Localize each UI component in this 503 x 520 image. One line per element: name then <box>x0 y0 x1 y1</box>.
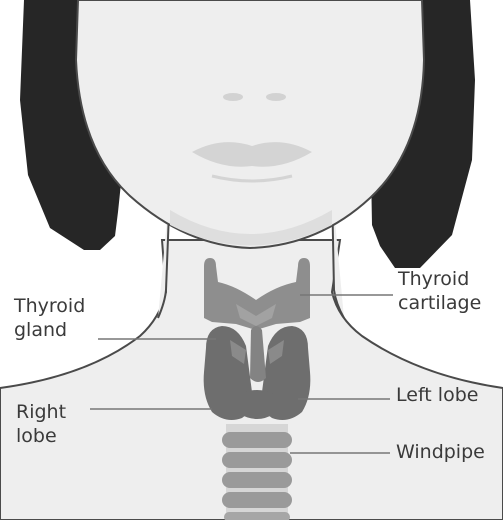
nostril-left <box>223 93 243 101</box>
label-right-lobe-line2: lobe <box>16 424 66 448</box>
tracheal-ring <box>222 452 292 468</box>
windpipe <box>222 424 292 520</box>
tracheal-ring <box>224 512 290 520</box>
tracheal-ring <box>222 492 292 508</box>
label-thyroid-gland: Thyroid gland <box>14 294 85 342</box>
label-thyroid-cartilage-line1: Thyroid <box>398 267 481 291</box>
label-right-lobe: Right lobe <box>16 400 66 448</box>
tracheal-ring <box>222 472 292 488</box>
label-thyroid-gland-line1: Thyroid <box>14 294 85 318</box>
label-right-lobe-line1: Right <box>16 400 66 424</box>
nostril-right <box>266 93 286 101</box>
label-thyroid-gland-line2: gland <box>14 318 85 342</box>
isthmus <box>240 390 274 419</box>
label-thyroid-cartilage: Thyroid cartilage <box>398 267 481 315</box>
label-windpipe: Windpipe <box>396 440 485 464</box>
tracheal-ring <box>222 432 292 448</box>
label-left-lobe: Left lobe <box>396 383 478 407</box>
label-thyroid-cartilage-line2: cartilage <box>398 291 481 315</box>
thyroid-gland <box>204 326 311 420</box>
